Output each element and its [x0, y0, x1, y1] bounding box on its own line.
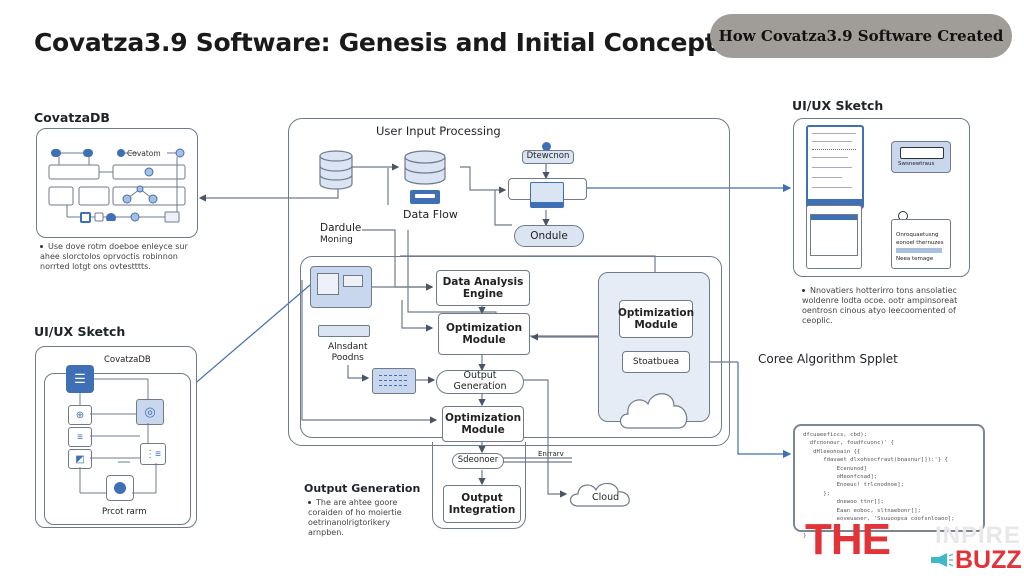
- covatzadb-heading: CovatzaDB: [34, 110, 110, 125]
- output-generation-node[interactable]: Output Generation: [436, 370, 524, 394]
- the-inpire-buzz-logo: THE INPIRE BUZZ: [805, 518, 1024, 576]
- megaphone-icon: [931, 553, 953, 567]
- output-integration-node[interactable]: Output Integration: [443, 485, 521, 523]
- add-icon: ⊕: [68, 405, 92, 425]
- output-generation-bullet-text: The are ahtee goore coraiden of ho moier…: [308, 498, 402, 537]
- aloudant-label: Alnsdant Poodns: [328, 342, 368, 364]
- output-generation-heading: Output Generation: [304, 482, 421, 495]
- info-card-subtitle: eonoel thernuzes: [896, 240, 944, 246]
- ux-sketch-left-inner-label: CovatzaDB: [104, 355, 151, 365]
- data-flow-label: Data Flow: [403, 208, 458, 221]
- covatzadb-bullet: Use dove rotm doeboe enleyce sur ahee sl…: [40, 242, 205, 272]
- clock-icon: [106, 475, 134, 501]
- ux-sketch-left-footer: Prcot rarm: [102, 507, 147, 517]
- code-line: Enoeuc! trlcnodnoe];: [803, 482, 905, 489]
- info-card-title: Onroquaetusng: [896, 232, 939, 238]
- settings-panel-label: Swsnewtraus: [898, 161, 935, 167]
- aloudant-line1: Alnsdant: [328, 342, 368, 352]
- logo-inpire: INPIRE: [935, 522, 1022, 549]
- covatom-label: Covatom: [127, 149, 161, 158]
- code-snippet: dfcuaeeficcs, cbd); dfcnonour, foudfcuon…: [793, 424, 985, 539]
- cloud-icon[interactable]: Cloud: [566, 478, 636, 510]
- aloudant-line2: Poodns: [331, 353, 364, 363]
- queue-panel[interactable]: [372, 368, 416, 394]
- output-generation-bullet: The are ahtee goore coraiden of ho moier…: [308, 498, 420, 538]
- ux-sketch-right-bullet-text: Nnovatiers hotterirro tons ansolatiec wo…: [802, 286, 958, 325]
- core-algorithm-heading: Coree Algorithm Spplet: [758, 352, 898, 366]
- ux-sketch-right-heading: UI/UX Sketch: [792, 98, 884, 113]
- logo-the: THE: [805, 515, 891, 564]
- status-dot: [542, 142, 551, 151]
- ondule-node[interactable]: Ondule: [514, 225, 584, 247]
- input-panel[interactable]: [310, 266, 372, 308]
- user-input-processing-frame: [288, 118, 730, 446]
- cluster-cloud-icon: [619, 393, 688, 429]
- bullet-dot: [802, 289, 805, 292]
- code-line: dnewoo ttnr[];: [803, 499, 884, 506]
- input-bar: [318, 325, 370, 337]
- ux-sketch-left-heading: UI/UX Sketch: [34, 324, 126, 339]
- code-line: dfcuaeeficcs, cbd);: [803, 432, 867, 438]
- code-line: }: [803, 524, 827, 531]
- globe-icon: ◎: [136, 399, 164, 425]
- info-card-footer: Neea temage: [896, 256, 934, 262]
- data-flow-database-icon: [404, 150, 446, 185]
- data-flow-screen-icon: [410, 190, 440, 204]
- optimization-module-node-right[interactable]: Optimization Module: [618, 300, 694, 338]
- menu-icon: ≡: [68, 427, 92, 447]
- covatzadb-schema: Covatom: [48, 148, 186, 223]
- data-analysis-engine-node[interactable]: Data Analysis Engine: [436, 270, 530, 306]
- dardule-line2: Moning: [320, 235, 353, 245]
- list-icon: ☰: [66, 365, 94, 393]
- covatzadb-diagram: Covatom: [36, 128, 198, 238]
- code-line: dfcnonour, foudfcuonc)' {: [803, 440, 894, 447]
- ux-sketch-left-inner: [44, 373, 191, 525]
- page-title: Covatza3.9 Software: Genesis and Initial…: [34, 28, 717, 57]
- bullet-dot: [308, 501, 311, 504]
- checklist-icon: ⋮≡: [140, 443, 166, 465]
- bullet-dot: [40, 245, 43, 248]
- code-line: };: [803, 490, 830, 497]
- info-card[interactable]: Onroquaetusng eonoel thernuzes Neea tema…: [891, 219, 951, 269]
- code-line: eoveuaoer, 'Ssuuoopsa coofsnloaoo];: [803, 516, 955, 523]
- processor-screen-icon: [530, 182, 564, 208]
- code-line: }: [803, 532, 807, 539]
- header-badge: How Covatza3.9 Software Created: [710, 14, 1012, 58]
- phone-mockup: [806, 125, 864, 209]
- enrrarv-label: Enrrarv: [538, 450, 564, 458]
- tablet-mockup: [806, 205, 862, 269]
- code-line: Ecenunod]: [803, 465, 867, 472]
- optimization-module-node-1[interactable]: Optimization Module: [438, 313, 530, 355]
- cloud-label: Cloud: [592, 492, 619, 503]
- ux-sketch-left-links: [79, 378, 157, 494]
- ux-sketch-right-bullet: Nnovatiers hotterirro tons ansolatiec wo…: [802, 286, 972, 326]
- code-line: Eaan eoboc, sltnaebonr[];: [803, 507, 921, 514]
- stoatbuea-node[interactable]: Stoatbuea: [622, 351, 690, 373]
- dardule-line1: Dardule: [320, 222, 362, 234]
- logo-buzz: BUZZ: [955, 546, 1022, 574]
- settings-panel[interactable]: Swsnewtraus: [891, 141, 951, 173]
- code-line: oHeonfcnad];: [803, 474, 878, 481]
- ux-sketch-left-box: CovatzaDB ☰ ⊕ ≡ ◩ ◎ ⋮≡ Prcot rarm: [35, 346, 197, 528]
- optimization-module-node-2[interactable]: Optimization Module: [442, 406, 524, 442]
- user-input-processing-heading: User Input Processing: [376, 124, 501, 138]
- dtewcnon-node[interactable]: Dtewcnon: [522, 150, 574, 164]
- covatzadb-bullet-text: Use dove rotm doeboe enleyce sur ahee sl…: [40, 242, 188, 271]
- chart-icon: ◩: [68, 449, 92, 469]
- dardule-label: Dardule Moning: [320, 222, 361, 246]
- database-icon: [319, 150, 353, 190]
- code-line: fdavaet dlxohsocfraut(bnasnur]]):'} {: [803, 457, 948, 464]
- output-bracket-frame: [432, 442, 526, 529]
- code-line: dHleeonoain {{: [803, 448, 861, 455]
- sdeonoer-node[interactable]: Sdeonoer: [452, 453, 504, 469]
- ux-sketch-right-box: Swsnewtraus Onroquaetusng eonoel thernuz…: [793, 118, 970, 277]
